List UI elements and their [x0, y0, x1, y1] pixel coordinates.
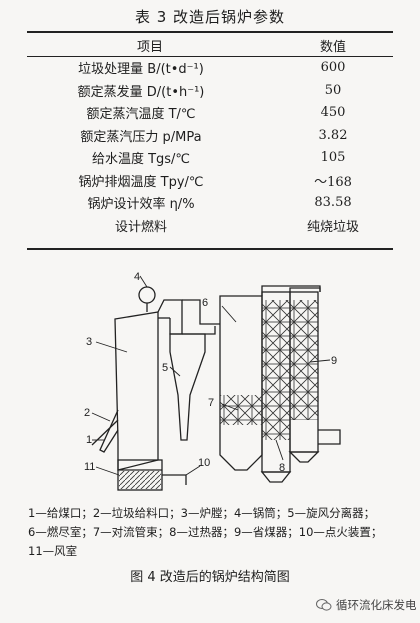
table-row: 额定蒸汽温度 T/℃ 450 — [27, 102, 393, 125]
param-name: 额定蒸汽温度 T/℃ — [86, 107, 196, 123]
table-row: 额定蒸发量 D/(t•h⁻¹) 50 — [27, 79, 393, 102]
param-value: 50 — [324, 82, 342, 98]
burnout-chamber — [219, 295, 263, 471]
table-row: 锅炉排烟温度 Tpy/℃ ～168 — [27, 169, 393, 192]
param-name: 额定蒸发量 D/(t•h⁻¹) — [77, 84, 205, 100]
figure-legend-line-1: 1—给煤口；2—垃圾给料口；3—炉膛；4—锅筒；5—旋风分离器； — [28, 506, 376, 520]
wechat-icon — [316, 599, 332, 611]
figure-caption: 图 4 改造后的锅炉结构简图 — [130, 570, 290, 585]
table-caption: 表 3 改造后锅炉参数 — [134, 8, 286, 26]
param-name: 垃圾处理量 B/(t•d⁻¹) — [78, 62, 204, 78]
cyclone-separator — [169, 333, 206, 441]
steam-drum — [138, 286, 156, 304]
wind-box-hatch — [119, 471, 161, 489]
param-value: 105 — [320, 150, 346, 166]
label-1: 1 — [86, 434, 92, 446]
header-value: 数值 — [319, 39, 346, 55]
param-value: 600 — [320, 60, 346, 76]
param-value: 83.58 — [314, 195, 352, 211]
label-4: 4 — [134, 271, 140, 283]
watermark-text: 循环流化床发电 — [336, 598, 417, 612]
label-3: 3 — [86, 336, 92, 348]
figure-legend-line-3: 11—风室 — [28, 544, 78, 558]
param-value: 纯烧垃圾 — [306, 219, 359, 235]
table-top-rule — [27, 31, 393, 33]
convection-tube-bank — [220, 395, 262, 425]
header-item: 项目 — [136, 39, 163, 55]
param-value: 450 — [320, 105, 346, 121]
param-name: 额定蒸汽压力 p/MPa — [80, 129, 202, 145]
furnace-outline — [114, 311, 159, 471]
label-8: 8 — [279, 462, 285, 474]
figure-legend-line-2: 6—燃尽室；7—对流管束；8—过热器；9—省煤器；10—点火装置； — [28, 525, 383, 539]
label-11: 11 — [84, 461, 95, 473]
param-name: 给水温度 Tgs/℃ — [91, 152, 191, 168]
table-row: 给水温度 Tgs/℃ 105 — [27, 147, 393, 170]
param-name: 锅炉设计效率 η/% — [87, 197, 195, 213]
param-name: 锅炉排烟温度 Tpy/℃ — [78, 174, 204, 190]
param-value: 3.82 — [318, 127, 348, 143]
table-row: 垃圾处理量 B/(t•d⁻¹) 600 — [27, 57, 393, 80]
label-2: 2 — [84, 407, 90, 419]
param-value: ～168 — [314, 174, 352, 190]
label-10: 10 — [198, 457, 210, 469]
table-bottom-rule — [27, 248, 393, 250]
label-5: 5 — [162, 362, 168, 374]
economizer-tubes — [290, 300, 318, 420]
table-header-row: 项目 数值 — [27, 34, 393, 57]
boiler-parameter-table: 项目 数值 垃圾处理量 B/(t•d⁻¹) 600 额定蒸发量 D/(t•h⁻¹) 5… — [27, 34, 393, 237]
watermark: 循环流化床发电 — [316, 597, 417, 613]
superheater-tubes — [262, 300, 290, 440]
label-9: 9 — [331, 355, 337, 367]
param-name: 设计燃料 — [114, 219, 167, 235]
table-row: 设计燃料 纯烧垃圾 — [27, 214, 393, 237]
table-row: 额定蒸汽压力 p/MPa 3.82 — [27, 124, 393, 147]
table-header-rule — [27, 56, 393, 57]
label-6: 6 — [202, 297, 208, 309]
table-row: 锅炉设计效率 η/% 83.58 — [27, 192, 393, 215]
label-7: 7 — [208, 397, 214, 409]
